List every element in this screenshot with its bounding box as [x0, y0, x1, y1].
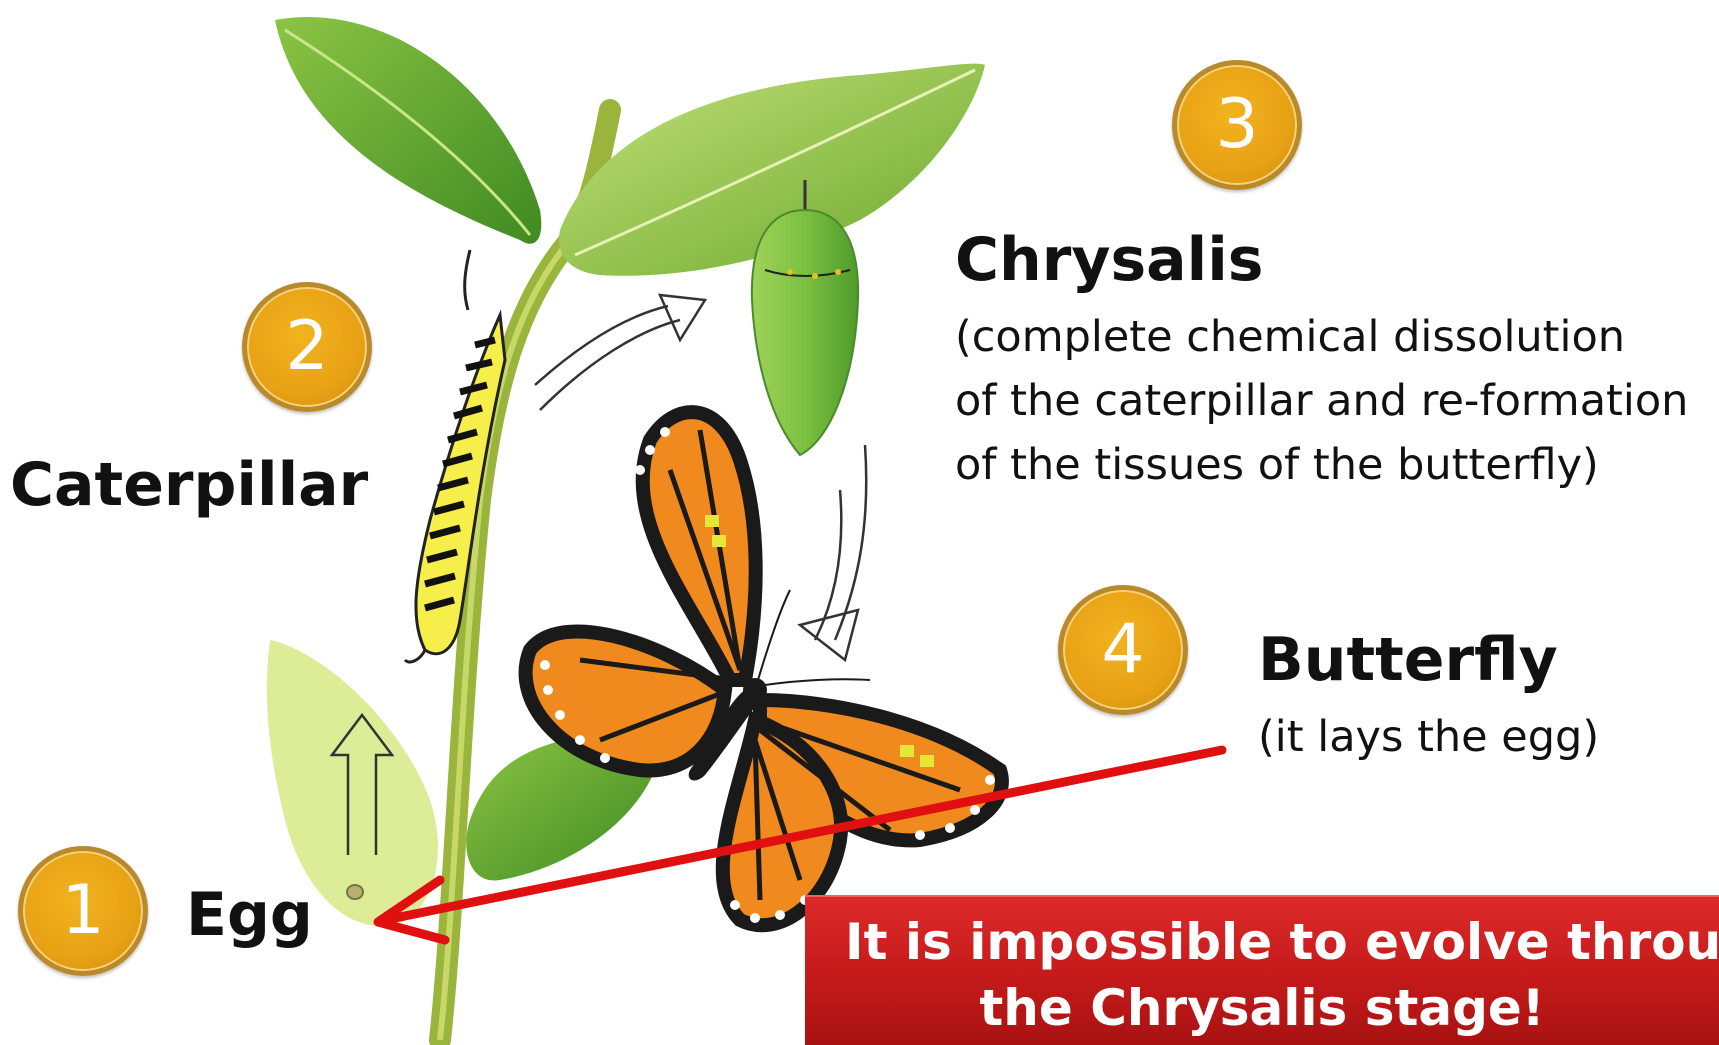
- stage-3-description-line: of the caterpillar and re-formation: [955, 369, 1688, 433]
- butterfly-drawing: [526, 412, 1002, 925]
- stage-4-badge: 4: [1058, 585, 1188, 715]
- stage-1-title: Egg: [186, 880, 313, 950]
- stage-2-badge: 2: [242, 282, 372, 412]
- arrow-caterpillar-to-chrysalis: [535, 295, 705, 410]
- stage-3-description-line: of the tissues of the butterfly): [955, 433, 1599, 497]
- conclusion-banner: It is impossible to evolve throug the Ch…: [805, 895, 1719, 1045]
- stage-2-title: Caterpillar: [10, 450, 368, 520]
- banner-line-2: the Chrysalis stage!: [805, 975, 1719, 1041]
- egg-drawing: [347, 885, 363, 899]
- banner-line-1: It is impossible to evolve throug: [805, 909, 1719, 975]
- stage-4-description: (it lays the egg): [1258, 705, 1599, 769]
- stage-4-title: Butterfly: [1258, 625, 1558, 695]
- arrow-chrysalis-to-butterfly: [800, 445, 866, 660]
- stage-3-badge: 3: [1172, 60, 1302, 190]
- stage-1-badge: 1: [18, 846, 148, 976]
- stage-3-title: Chrysalis: [955, 225, 1264, 295]
- stage-3-description-line: (complete chemical dissolution: [955, 305, 1625, 369]
